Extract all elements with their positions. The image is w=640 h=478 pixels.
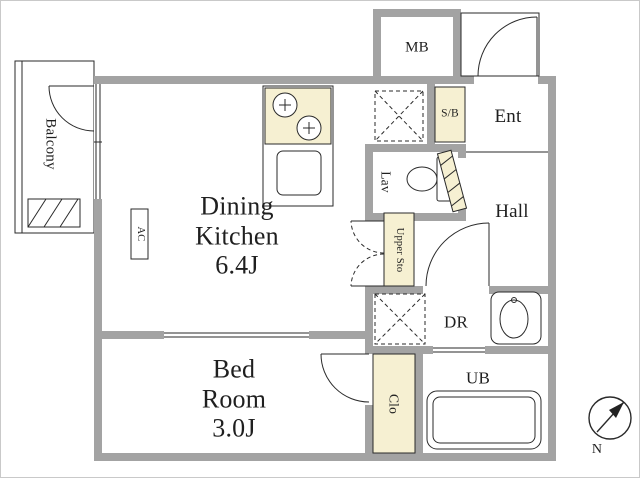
dk-double-door-arcs — [350, 220, 385, 287]
upper-storage-box — [383, 212, 415, 287]
label-ac: AC — [134, 226, 146, 242]
label-bed-room: Bed Room 3.0J — [201, 354, 267, 443]
stove — [264, 87, 332, 145]
washer-space — [374, 293, 426, 345]
ac-unit — [130, 208, 149, 260]
vanity-sink — [490, 291, 542, 345]
label-dining-kitchen: Dining Kitchen 6.4J — [195, 191, 279, 280]
label-mb: MB — [405, 39, 429, 56]
label-hall: Hall — [495, 201, 529, 223]
lavatory-door — [436, 149, 468, 213]
label-closet: Clo — [386, 393, 402, 415]
sliding-door — [164, 332, 309, 338]
label-shoe-box: S/B — [441, 107, 459, 120]
closet-box — [372, 353, 416, 454]
balcony-partition-hatch — [27, 198, 81, 228]
shoe-box — [434, 86, 466, 143]
kitchen-counter — [262, 85, 334, 207]
closet-door-arc — [320, 353, 370, 403]
label-balcony: Balcony — [42, 118, 59, 170]
label-unit-bath: UB — [465, 368, 491, 388]
kitchen-sink — [276, 150, 322, 196]
bathtub-icon — [426, 390, 542, 450]
entrance-door-arc — [460, 12, 540, 77]
label-upper-storage: Upper Sto — [393, 227, 405, 273]
fridge-space — [374, 90, 424, 142]
compass-icon — [588, 396, 632, 440]
label-entrance: Ent — [494, 106, 522, 128]
walls — [94, 9, 556, 461]
balcony-window — [94, 84, 102, 199]
label-compass-n: N — [591, 442, 603, 458]
balcony-door-arc — [48, 85, 95, 132]
label-lavatory: Lav — [378, 171, 394, 193]
label-dressing-room: DR — [443, 312, 469, 332]
dr-door-arc — [425, 222, 490, 287]
ub-door — [433, 347, 485, 353]
